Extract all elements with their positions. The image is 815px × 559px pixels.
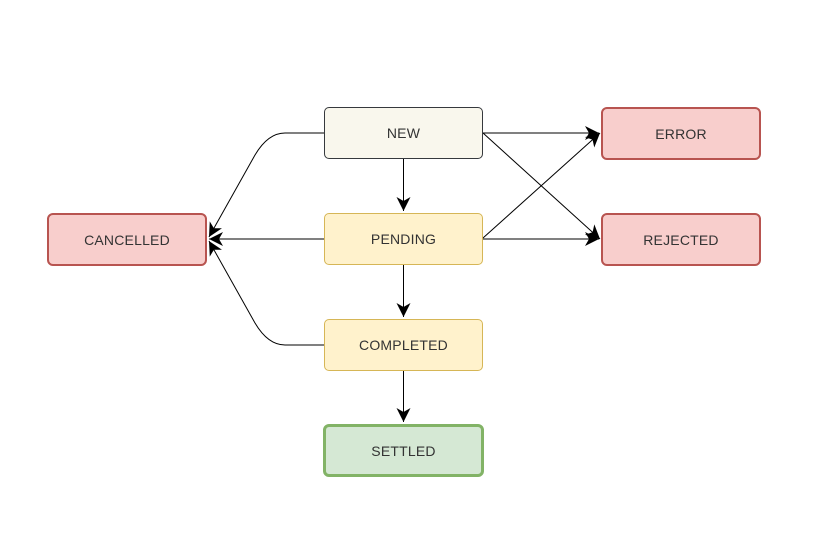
state-error: ERROR [601,107,761,160]
state-new: NEW [324,107,483,159]
state-cancelled-label: CANCELLED [84,231,170,248]
state-pending-label: PENDING [370,231,437,247]
edge-completed-to-cancelled [208,240,324,346]
state-pending: PENDING [324,213,483,265]
state-settled-label: SETTLED [371,442,436,459]
state-settled: SETTLED [323,424,484,477]
state-cancelled: CANCELLED [47,213,207,266]
state-error-label: ERROR [655,125,707,142]
state-rejected-label: REJECTED [643,231,719,248]
state-rejected: REJECTED [601,213,761,266]
state-completed-label: COMPLETED [359,337,448,353]
edge-new-to-cancelled [208,132,324,238]
state-completed: COMPLETED [324,319,483,371]
state-new-label: NEW [386,125,421,141]
edge-pending-to-error [482,132,601,239]
